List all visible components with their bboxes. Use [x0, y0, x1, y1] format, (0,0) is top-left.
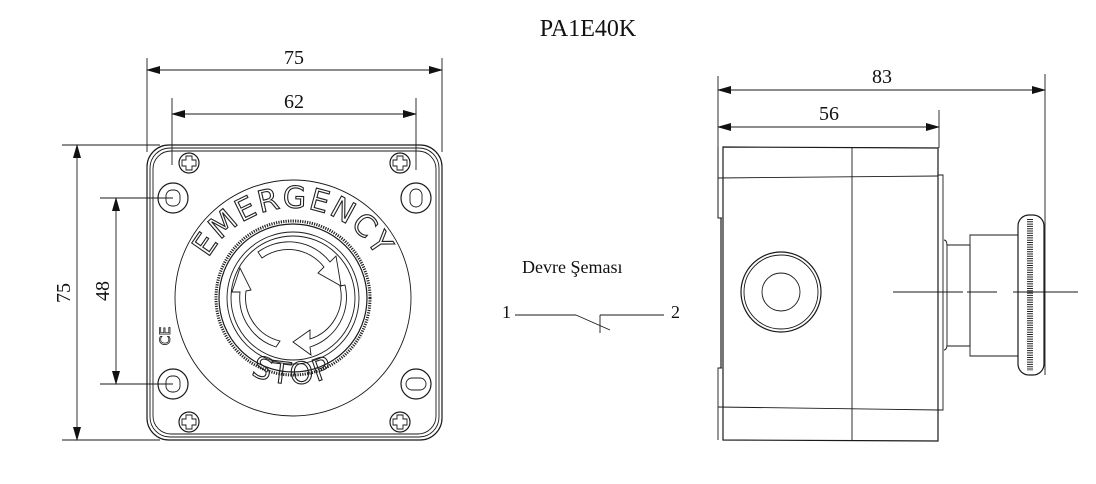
screw-icon	[389, 411, 411, 433]
dimension-label: 56	[819, 103, 839, 125]
mounting-hole	[147, 368, 189, 400]
dimension-length-overall: 83	[717, 66, 1046, 375]
dimension-label: 75	[53, 283, 75, 303]
dimension-label: 62	[284, 91, 304, 113]
dimension-label: 75	[284, 47, 304, 69]
legend-plate	[174, 179, 412, 417]
dimension-label: 48	[92, 281, 114, 301]
screw-icon	[389, 152, 411, 174]
dimension-body-length: 56	[717, 103, 940, 148]
cable-gland	[740, 251, 822, 333]
dimension-hole-spacing-vertical: 48	[92, 197, 172, 385]
dimension-width-overall: 75	[146, 47, 443, 152]
rotate-arrow-icon	[231, 266, 281, 348]
dimension-label: 83	[872, 66, 892, 88]
knurled-ring	[214, 219, 372, 377]
terminal-1-label: 1	[502, 302, 511, 322]
dimension-height-overall: 75	[53, 144, 160, 441]
terminal-2-label: 2	[671, 302, 680, 322]
screw-icon	[178, 152, 200, 174]
side-view: 83 56	[717, 66, 1078, 442]
enclosure-side	[722, 146, 939, 442]
front-view: 75 62 75 48	[53, 47, 443, 441]
mounting-hole	[400, 368, 432, 400]
rotate-arrow-icon	[257, 241, 342, 287]
enclosure-outline	[146, 144, 443, 441]
mushroom-button	[230, 235, 356, 361]
drawing-title: PA1E40K	[540, 16, 637, 42]
circuit-diagram: Devre Şeması 1 2	[502, 257, 680, 333]
ce-mark: CE	[158, 327, 174, 346]
contact-blade	[575, 314, 611, 331]
screw-icon	[178, 411, 200, 433]
mounting-hole	[400, 182, 432, 214]
circuit-heading: Devre Şeması	[522, 257, 622, 277]
dimension-hole-spacing-horizontal: 62	[171, 91, 417, 170]
button-actuator	[947, 214, 1045, 376]
rotate-arrow-icon	[292, 284, 347, 356]
mounting-hole	[147, 182, 189, 214]
